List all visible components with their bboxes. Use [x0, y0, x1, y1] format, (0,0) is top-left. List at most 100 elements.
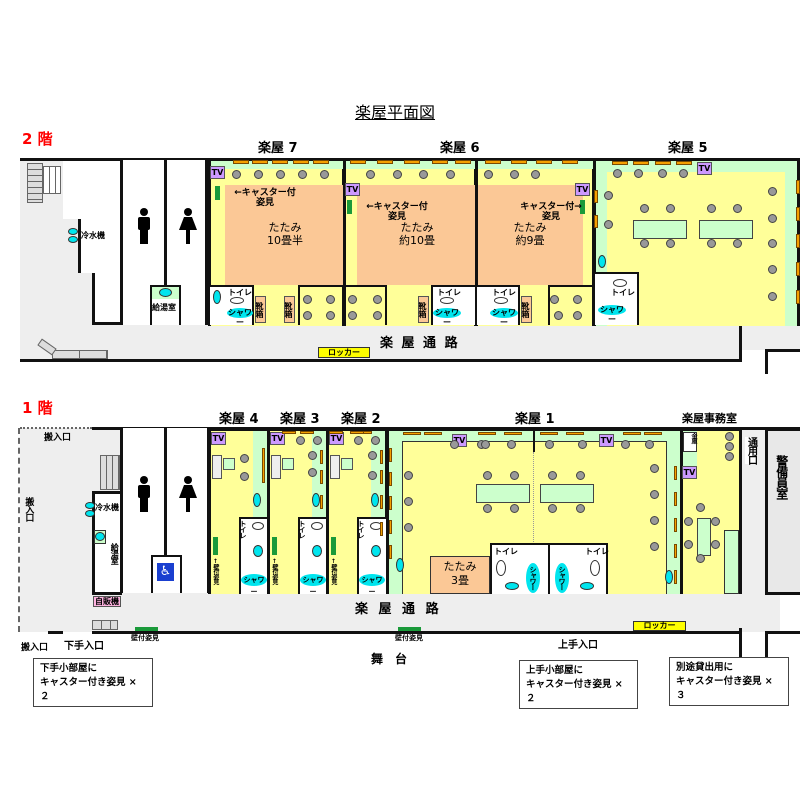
tv-icon: TV [575, 183, 590, 196]
chair-icon [254, 170, 263, 179]
chair-icon [308, 451, 317, 460]
sink-icon [312, 545, 322, 557]
chair-icon [510, 471, 519, 480]
sofa-icon [271, 455, 281, 479]
cold-water-icon [85, 502, 95, 509]
chair-icon [368, 451, 377, 460]
toilet-label: トイレ [611, 288, 635, 297]
washroom [298, 285, 343, 325]
mirror-icon [331, 537, 336, 555]
tatami-text: たたみ [443, 560, 477, 573]
shelf-icon [389, 520, 392, 534]
toilet-label: トイレ [437, 288, 461, 297]
chair-icon [613, 169, 622, 178]
chair-icon [368, 471, 377, 480]
accessible-restroom[interactable] [151, 555, 182, 593]
shelf-icon [389, 472, 392, 486]
cold-water-label: 冷水機 [95, 503, 119, 512]
shower-icon: シャワー [490, 308, 518, 327]
corridor-label-2f: 楽 屋 通 路 [380, 336, 460, 351]
chair-icon [707, 204, 716, 213]
tv-icon: TV [211, 432, 226, 445]
chair-icon [483, 504, 492, 513]
mirror-label-sub: 姿見 [541, 212, 560, 223]
shelf-icon [320, 495, 323, 509]
office-counter [724, 530, 739, 594]
chair-icon [621, 440, 630, 449]
room-top-strip [478, 161, 593, 169]
chair-icon [679, 169, 688, 178]
wall [765, 349, 768, 374]
sofa-icon [212, 455, 222, 479]
tv-icon: TV [697, 162, 712, 175]
chair-icon [645, 440, 654, 449]
chair-icon [768, 239, 777, 248]
chair-icon [604, 191, 613, 200]
stage-right-entrance: 上手入口 [558, 640, 598, 651]
tatami-area [478, 185, 583, 285]
table [699, 220, 753, 239]
shelf-icon [320, 470, 323, 484]
mirror-icon [215, 186, 220, 200]
tatami-text: たたみ [513, 221, 547, 234]
wall [765, 349, 800, 352]
chair-icon [733, 204, 742, 213]
shelf-icon [796, 262, 800, 276]
shelf-icon [282, 431, 296, 434]
mirror-icon [580, 200, 585, 214]
shelf-icon [380, 522, 383, 536]
chair-icon [768, 265, 777, 274]
chair-icon [348, 295, 357, 304]
shower-icon: シャワー [433, 308, 461, 327]
shelf-icon [272, 160, 288, 164]
sink-icon [95, 532, 105, 541]
toilet-icon [440, 297, 454, 304]
mirror-label: ←キャスター付姿見 [225, 188, 305, 209]
chair-icon [634, 169, 643, 178]
chair-icon [725, 442, 734, 451]
shoe-box: 靴箱 [284, 296, 295, 323]
shoe-box: 靴箱 [418, 296, 429, 323]
shelf-icon [796, 180, 800, 194]
table [697, 518, 711, 556]
chair-icon [419, 170, 428, 179]
chair-icon [348, 311, 357, 320]
toilet-label: トイレ [585, 547, 609, 556]
room-7-label: 楽屋 7 [258, 141, 298, 156]
chair-icon [296, 436, 305, 445]
shower-icon: シャワー [300, 574, 326, 596]
chair-icon [446, 170, 455, 179]
wall [164, 160, 167, 286]
shelf-icon [536, 160, 552, 164]
office-label: 楽屋事務室 [682, 412, 737, 425]
chair-icon [707, 239, 716, 248]
shelf-icon [329, 431, 343, 434]
tatami-area [225, 185, 343, 285]
chair-icon [650, 464, 659, 473]
sink-icon [598, 255, 606, 268]
floor-2-label: 2 階 [22, 130, 53, 148]
chair-icon [232, 170, 241, 179]
shelf-icon [404, 160, 420, 164]
shower-icon: シャワー [598, 305, 626, 324]
note-rental: 別途貸出用にキャスター付き姿見 ×３ [669, 657, 789, 707]
chair-icon [658, 169, 667, 178]
room-2-label: 楽屋 2 [341, 412, 381, 427]
shower-icon: シャワー [526, 563, 540, 593]
men-restroom-icon [137, 208, 151, 244]
toilet-label: トイレ [228, 288, 252, 297]
wall [765, 631, 768, 659]
cold-water-icon [85, 510, 95, 517]
mirror-label: キャスター付→姿見 [520, 202, 582, 223]
chair-icon [666, 239, 675, 248]
stairs-icon [43, 166, 61, 194]
men-restroom-icon [137, 476, 151, 512]
chair-icon [604, 220, 613, 229]
shelf-icon [676, 161, 692, 165]
tatami-size: 約10畳 [399, 233, 435, 247]
chair-icon [696, 554, 705, 563]
sofa-icon [330, 455, 340, 479]
locker: ロッカー [633, 621, 686, 631]
shelf-icon [485, 160, 501, 164]
